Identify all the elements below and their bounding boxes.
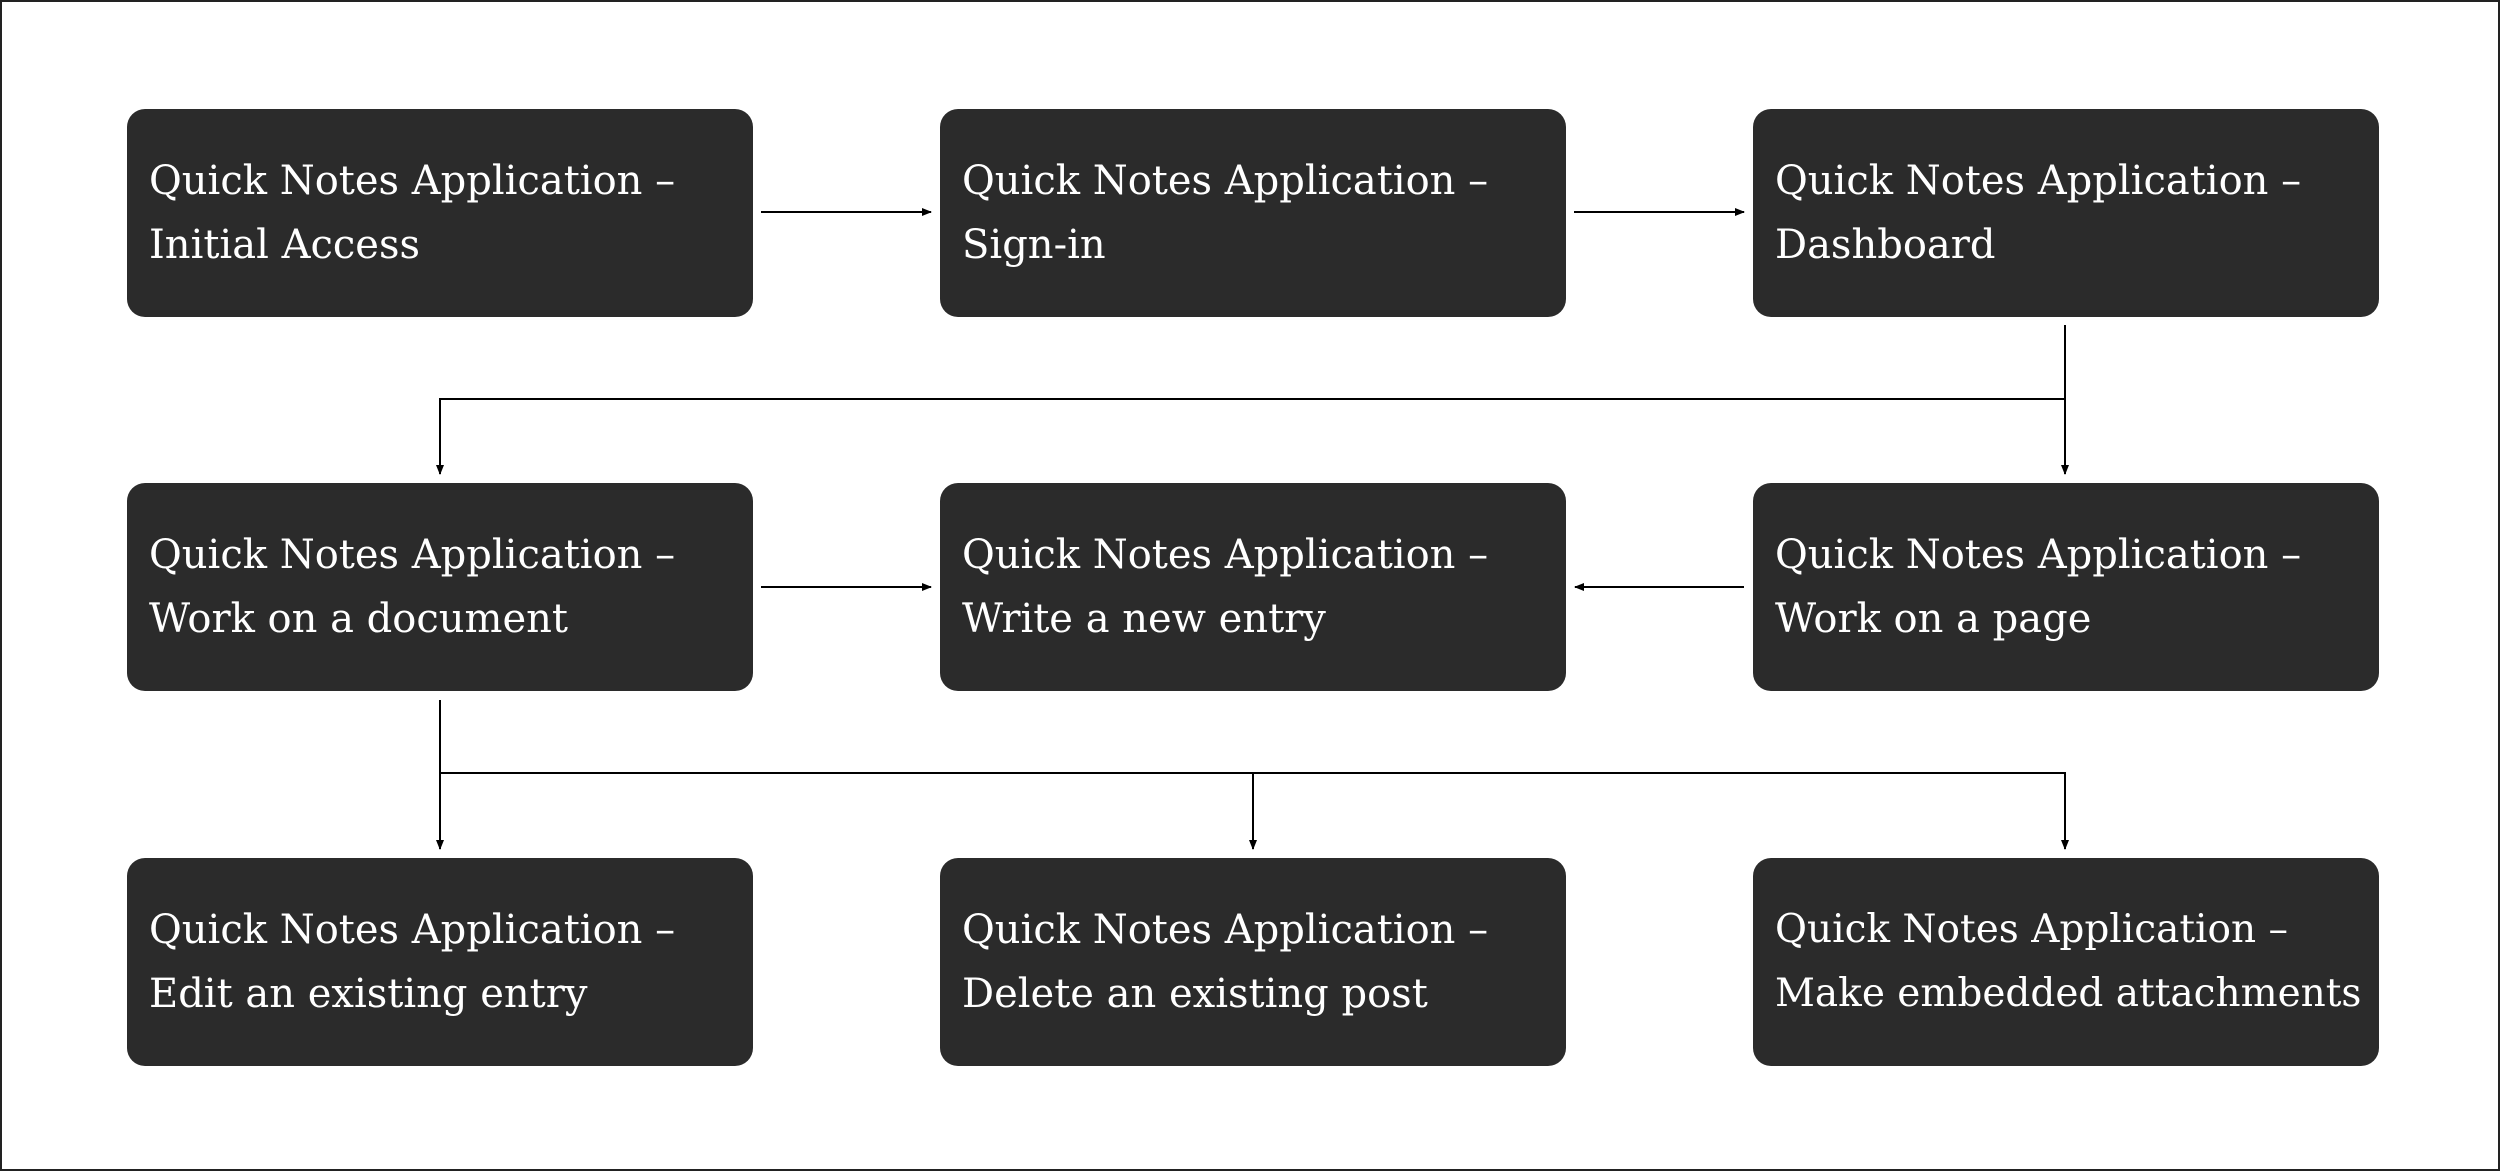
node-label: Quick Notes Application – Dashboard: [1775, 149, 2301, 277]
node-subtitle: Make embedded attachments: [1775, 971, 2362, 1016]
node-label: Quick Notes Application – Make embedded …: [1775, 898, 2361, 1026]
node-title: Quick Notes Application –: [1775, 532, 2302, 578]
node-title: Quick Notes Application –: [149, 907, 676, 953]
node-label: Quick Notes Application – Delete an exis…: [962, 898, 1488, 1026]
node-subtitle: Initial Access: [149, 222, 420, 268]
node-label: Quick Notes Application – Write a new en…: [962, 523, 1488, 651]
node-title: Quick Notes Application –: [1775, 907, 2288, 952]
node-label: Quick Notes Application – Edit an existi…: [149, 898, 675, 1026]
node-edit-existing-entry: Quick Notes Application – Edit an existi…: [127, 858, 753, 1066]
node-title: Quick Notes Application –: [962, 532, 1489, 578]
node-subtitle: Edit an existing entry: [149, 971, 588, 1017]
node-title: Quick Notes Application –: [149, 158, 676, 204]
node-label: Quick Notes Application – Work on a docu…: [149, 523, 675, 651]
node-subtitle: Dashboard: [1775, 222, 1996, 268]
node-title: Quick Notes Application –: [149, 532, 676, 578]
node-title: Quick Notes Application –: [962, 158, 1489, 204]
node-initial-access: Quick Notes Application – Initial Access: [127, 109, 753, 317]
node-subtitle: Delete an existing post: [962, 971, 1428, 1017]
node-dashboard: Quick Notes Application – Dashboard: [1753, 109, 2379, 317]
node-subtitle: Work on a document: [149, 596, 568, 642]
node-work-on-page: Quick Notes Application – Work on a page: [1753, 483, 2379, 691]
node-label: Quick Notes Application – Initial Access: [149, 149, 675, 277]
edge-dashboard-to-document: [436, 398, 2065, 475]
node-sign-in: Quick Notes Application – Sign-in: [940, 109, 1566, 317]
node-subtitle: Write a new entry: [962, 596, 1326, 642]
node-work-on-document: Quick Notes Application – Work on a docu…: [127, 483, 753, 691]
node-title: Quick Notes Application –: [962, 907, 1489, 953]
node-subtitle: Sign-in: [962, 222, 1106, 268]
node-subtitle: Work on a page: [1775, 596, 2092, 642]
node-make-embedded-attachments: Quick Notes Application – Make embedded …: [1753, 858, 2379, 1066]
node-title: Quick Notes Application –: [1775, 158, 2302, 204]
node-delete-existing-post: Quick Notes Application – Delete an exis…: [940, 858, 1566, 1066]
edge-document-to-attach: [1253, 772, 2069, 850]
node-label: Quick Notes Application – Sign-in: [962, 149, 1488, 277]
node-write-new-entry: Quick Notes Application – Write a new en…: [940, 483, 1566, 691]
edge-document-to-delete: [440, 772, 1257, 850]
node-label: Quick Notes Application – Work on a page: [1775, 523, 2301, 651]
